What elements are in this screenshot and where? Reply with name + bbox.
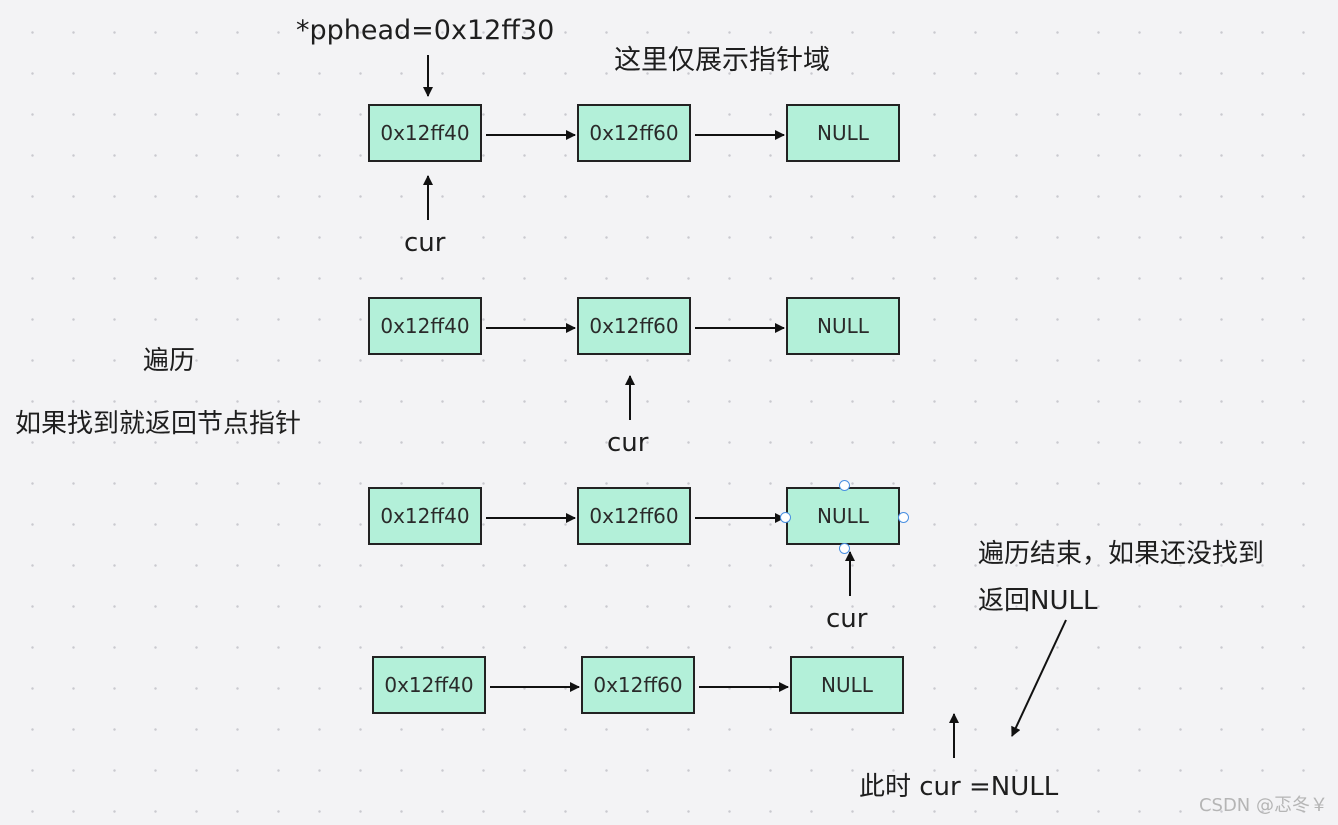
side-note-traverse: 遍历	[143, 346, 196, 376]
resize-handle[interactable]	[898, 512, 909, 523]
list-node: NULL	[790, 656, 904, 714]
list-node: 0x12ff60	[577, 297, 691, 355]
list-node-selected[interactable]: NULL	[786, 487, 900, 545]
list-node: 0x12ff60	[577, 487, 691, 545]
resize-handle[interactable]	[780, 512, 791, 523]
final-cur-label: 此时 cur =NULL	[859, 772, 1059, 802]
list-node: 0x12ff40	[368, 487, 482, 545]
watermark: CSDN @忑冬￥	[1198, 795, 1328, 816]
resize-handle[interactable]	[839, 480, 850, 491]
list-node: 0x12ff40	[368, 104, 482, 162]
list-node: NULL	[786, 297, 900, 355]
list-node: 0x12ff60	[581, 656, 695, 714]
side-note-found: 如果找到就返回节点指针	[15, 409, 302, 439]
end-note-line1: 遍历结束，如果还没找到	[978, 539, 1265, 569]
cur-label: cur	[826, 604, 868, 634]
list-node: NULL	[786, 104, 900, 162]
note-arrow	[1011, 619, 1067, 737]
cur-label: cur	[607, 428, 649, 458]
list-node: 0x12ff40	[372, 656, 486, 714]
end-note-line2: 返回NULL	[978, 586, 1098, 616]
cur-label: cur	[404, 228, 446, 258]
list-node: 0x12ff40	[368, 297, 482, 355]
pphead-label: *pphead=0x12ff30	[296, 15, 555, 46]
resize-handle[interactable]	[839, 543, 850, 554]
list-node: 0x12ff60	[577, 104, 691, 162]
note-top: 这里仅展示指针域	[614, 45, 830, 76]
